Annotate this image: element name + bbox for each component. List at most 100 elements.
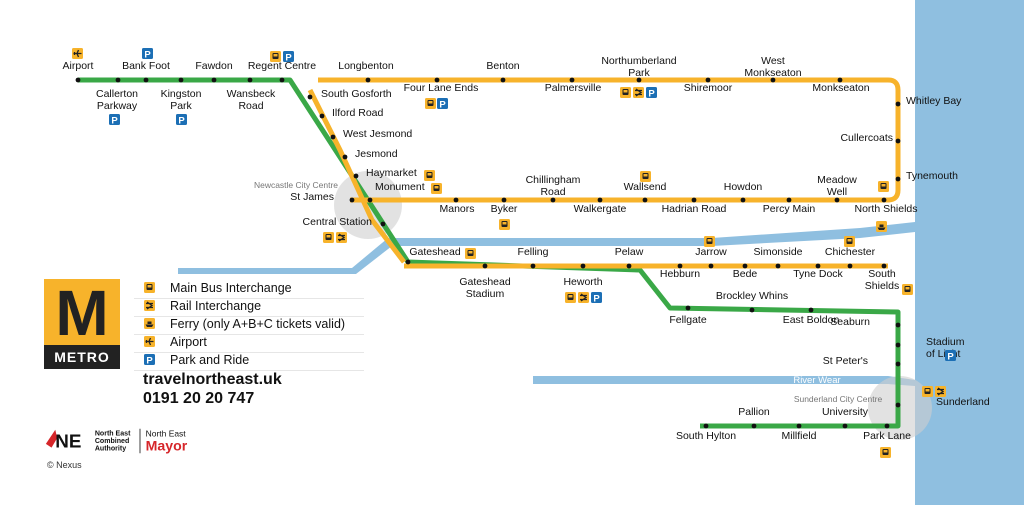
station-dot-benton (500, 77, 506, 83)
station-label-line: Benton (486, 60, 519, 72)
station-dot-chillingham (550, 197, 556, 203)
station-label-monument: Monument (375, 181, 425, 193)
metro-m-mark: M (44, 277, 120, 349)
ferry-icon (144, 318, 155, 329)
station-label-line: Heworth (563, 276, 602, 288)
station-label-sunderland: Sunderland (936, 396, 990, 408)
station-dot-bankfoot (143, 77, 149, 83)
park-ride-icon-shape: P (144, 354, 155, 366)
station-label-stpeters: St Peter's (823, 355, 868, 367)
station-label-line: St Peter's (823, 355, 868, 367)
station-label-airport: Airport (63, 60, 94, 72)
station-dot-hebburn (677, 263, 683, 269)
station-label-line: South Gosforth (321, 88, 392, 100)
station-dot-seaburn (895, 322, 901, 328)
station-label-line: Wansbeck (227, 88, 276, 100)
bus-icon (424, 170, 435, 181)
bus-icon (323, 232, 334, 243)
station-label-tynemouth: Tynemouth (906, 170, 958, 182)
station-label-central: Central Station (303, 216, 373, 228)
station-label-regent: Regent Centre (248, 60, 316, 72)
svg-text:P: P (593, 293, 600, 304)
station-dot-monument (367, 197, 373, 203)
station-dot-pelaw (626, 263, 632, 269)
newcastle-city-centre-label: Newcastle City Centre (254, 180, 338, 190)
station-label-line: Gateshead (459, 276, 511, 288)
station-dot-longbenton (365, 77, 371, 83)
bus-icon (704, 236, 715, 247)
park-ride-icon: P (283, 51, 294, 63)
park-ride-icon: P (945, 350, 956, 362)
station-label-line: Felling (518, 246, 549, 258)
copyright: © Nexus (47, 460, 82, 470)
station-label-felling: Felling (518, 246, 549, 258)
station-label-line: Wallsend (624, 181, 667, 193)
bus-icon (640, 171, 651, 182)
station-label-line: Tyne Dock (793, 268, 843, 280)
station-label-line: Haymarket (366, 167, 417, 179)
station-label-line: Parkway (97, 100, 138, 112)
station-label-line: Gateshead (409, 246, 461, 258)
station-dot-airport (75, 77, 81, 83)
station-label-line: Jarrow (695, 246, 727, 258)
station-label-line: South Hylton (676, 430, 736, 442)
station-label-westjes: West Jesmond (343, 128, 412, 140)
legend-item: Airport (134, 334, 364, 353)
ne-letters: NE (55, 431, 81, 452)
station-label-ilford: Ilford Road (332, 107, 384, 119)
station-label-wallsend: Wallsend (624, 181, 667, 193)
station-label-line: Longbenton (338, 60, 394, 72)
metro-wordmark: METRO (54, 349, 110, 365)
station-dot-hadrian (691, 197, 697, 203)
station-label-line: North Shields (854, 203, 917, 215)
yellow-line-city (307, 88, 406, 264)
station-dot-shiremoor (705, 77, 711, 83)
legend-label: Main Bus Interchange (170, 281, 292, 295)
station-dot-university (842, 423, 848, 429)
station-dot-northshields (881, 197, 887, 203)
park-ride-icon: P (437, 98, 448, 110)
svg-text:P: P (146, 355, 153, 366)
station-label-line: Fellgate (669, 314, 707, 326)
station-label-fourlane: Four Lane Ends (404, 82, 479, 94)
bus-icon (425, 98, 436, 109)
station-dot-chichester (847, 263, 853, 269)
station-dot-haymarket (353, 173, 359, 179)
station-label-shiremoor: Shiremoor (684, 82, 733, 94)
station-dot-walkergate (597, 197, 603, 203)
rail-icon (336, 232, 347, 243)
station-label-line: Bede (733, 268, 758, 280)
ne-arrow-icon (45, 429, 58, 448)
station-dot-southhylton (703, 423, 709, 429)
station-label-line: Chillingham (526, 174, 581, 186)
station-dot-whitley (895, 101, 901, 107)
station-label-line: Seaburn (830, 316, 870, 328)
station-label-pelaw: Pelaw (615, 246, 644, 258)
station-dot-ilford (319, 113, 325, 119)
station-label-line: Sunderland (936, 396, 990, 408)
station-label-line: Percy Main (763, 203, 816, 215)
station-label-simonside: Simonside (753, 246, 802, 258)
station-label-line: Chichester (825, 246, 876, 258)
station-label-line: East Boldon (783, 314, 840, 326)
station-dot-fourlane (434, 77, 440, 83)
station-label-line: Shiremoor (684, 82, 733, 94)
station-label-fawdon: Fawdon (195, 60, 233, 72)
station-dot-brockley (749, 307, 755, 313)
station-label-manors: Manors (439, 203, 474, 215)
station-dot-southgosforth (307, 94, 313, 100)
website-link[interactable]: travelnortheast.uk (143, 371, 282, 388)
station-label-line: Road (540, 186, 565, 198)
station-label-line: Well (827, 186, 847, 198)
station-label-hadrian: Hadrian Road (662, 203, 727, 215)
station-label-line: Jesmond (355, 148, 398, 160)
station-label-heworth: Heworth (563, 276, 602, 288)
park-ride-icon: P (142, 48, 153, 60)
station-label-line: Bank Foot (122, 60, 170, 72)
park-ride-icon: P (109, 114, 120, 126)
airport-icon (72, 48, 83, 59)
